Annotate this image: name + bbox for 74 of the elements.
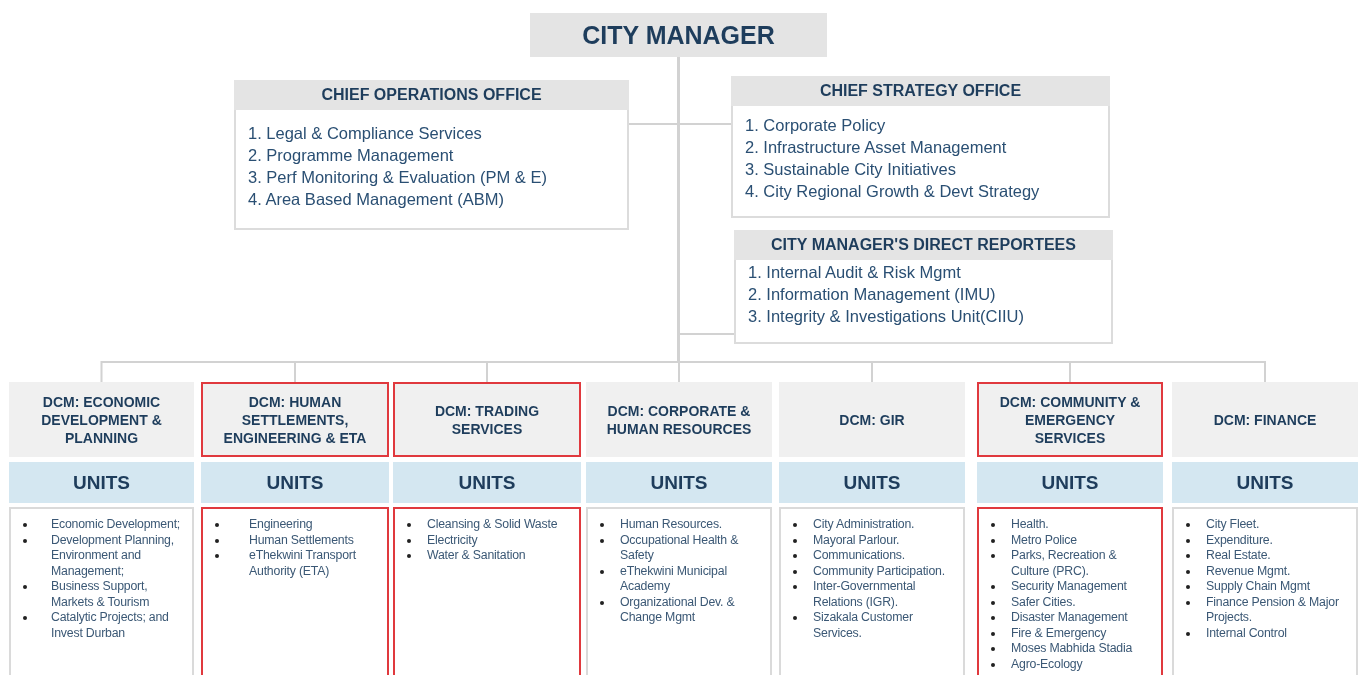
units-list-box: [393, 507, 581, 675]
department-box: DCM: COMMUNITY & EMERGENCY SERVICES: [977, 382, 1163, 457]
bullet-item: Disaster Management: [1011, 610, 1128, 626]
bullet-item: Supply Chain Mgmt: [1206, 579, 1310, 595]
bullet-item: Business Support, Markets & Tourism: [51, 579, 151, 610]
office-panel: [734, 230, 1113, 344]
numbered-item: 4. Area Based Management (ABM): [248, 190, 505, 209]
units-list-box: [1172, 507, 1358, 675]
bullet-item: Engineering: [249, 517, 313, 533]
bullet-item: Internal Control: [1206, 625, 1287, 641]
numbered-item: 3. Sustainable City Initiatives: [745, 160, 957, 179]
units-band: UNITS: [779, 462, 965, 503]
bullet-item: Community Participation.: [813, 563, 945, 579]
units-list-box: [977, 507, 1163, 675]
bullet-item: Fire & Emergency: [1011, 625, 1107, 641]
bullet-item: Sizakala Customer Services.: [813, 610, 914, 641]
units-band: UNITS: [393, 462, 581, 503]
department-box: DCM: ECONOMIC DEVELOPMENT & PLANNING: [9, 382, 194, 457]
bullet-item: City Fleet.: [1206, 517, 1260, 533]
bullet-item: Water & Sanitation: [427, 548, 526, 564]
bullet-item: Parks, Recreation & Culture (PRC).: [1011, 548, 1118, 579]
numbered-item: 1. Legal & Compliance Services: [248, 124, 483, 143]
units-band: UNITS: [201, 462, 389, 503]
department-box: DCM: HUMAN SETTLEMENTS, ENGINEERING & ETA: [201, 382, 389, 457]
department-box: DCM: TRADING SERVICES: [393, 382, 581, 457]
bullet-item: Revenue Mgmt.: [1206, 563, 1291, 579]
bullet-item: Real Estate.: [1206, 548, 1271, 564]
units-list-box: [9, 507, 194, 675]
bullet-item: Health.: [1011, 517, 1049, 533]
numbered-item: 4. City Regional Growth & Devt Strategy: [745, 182, 1041, 201]
bullet-item: Agro-Ecology: [1011, 656, 1083, 672]
bullet-item: Communications.: [813, 548, 905, 564]
panel-heading: CITY MANAGER'S DIRECT REPORTEES: [734, 230, 1113, 260]
numbered-item: 3. Integrity & Investigations Unit(CIIU): [748, 307, 1026, 326]
units-list-box: [779, 507, 965, 675]
bullet-item: Expenditure.: [1206, 532, 1273, 548]
panel-heading: CHIEF STRATEGY OFFICE: [731, 76, 1110, 106]
department-box: DCM: FINANCE: [1172, 382, 1358, 457]
bullet-item: Development Planning, Environment and Management;: [51, 532, 175, 579]
bullet-item: Human Resources.: [620, 517, 723, 533]
office-panel: [731, 76, 1110, 218]
bullet-item: Finance Pension & Major Projects.: [1206, 594, 1340, 626]
numbered-item: 2. Infrastructure Asset Management: [745, 138, 1008, 157]
bullet-item: City Administration.: [813, 517, 915, 533]
bullet-item: eThekwini Municipal Academy: [620, 563, 728, 595]
bullet-item: Mayoral Parlour.: [813, 532, 900, 548]
units-band: UNITS: [9, 462, 194, 503]
units-list-box: [201, 507, 389, 675]
units-band: UNITS: [586, 462, 772, 503]
bullet-item: Security Management: [1011, 579, 1127, 595]
department-box: DCM: GIR: [779, 382, 965, 457]
panel-heading: CHIEF OPERATIONS OFFICE: [234, 80, 629, 110]
title-box: CITY MANAGER: [530, 13, 827, 57]
bullet-item: Economic Development;: [51, 517, 181, 533]
bullet-item: Safer Cities.: [1011, 594, 1076, 610]
department-box: DCM: CORPORATE & HUMAN RESOURCES: [586, 382, 772, 457]
numbered-item: 3. Perf Monitoring & Evaluation (PM & E): [248, 168, 548, 187]
units-band: UNITS: [977, 462, 1163, 503]
units-list-box: [586, 507, 772, 675]
numbered-item: 2. Programme Management: [248, 146, 455, 165]
numbered-item: 2. Information Management (IMU): [748, 285, 997, 304]
bullet-item: Catalytic Projects; and Invest Durban: [51, 610, 170, 641]
numbered-item: 1. Internal Audit & Risk Mgmt: [748, 263, 962, 282]
bullet-item: Human Settlements: [249, 532, 354, 548]
bullet-item: Electricity: [427, 532, 478, 548]
office-panel: [234, 80, 629, 230]
bullet-item: Organizational Dev. & Change Mgmt: [620, 594, 736, 626]
bullet-item: eThekwini Transport Authority (ETA): [249, 548, 357, 579]
numbered-item: 1. Corporate Policy: [745, 116, 887, 135]
bullet-item: Moses Mabhida Stadia: [1011, 641, 1133, 657]
bullet-item: Cleansing & Solid Waste: [427, 517, 558, 533]
bullet-item: Inter-Governmental Relations (IGR).: [813, 579, 917, 610]
bullet-item: Metro Police: [1011, 532, 1077, 548]
units-band: UNITS: [1172, 462, 1358, 503]
